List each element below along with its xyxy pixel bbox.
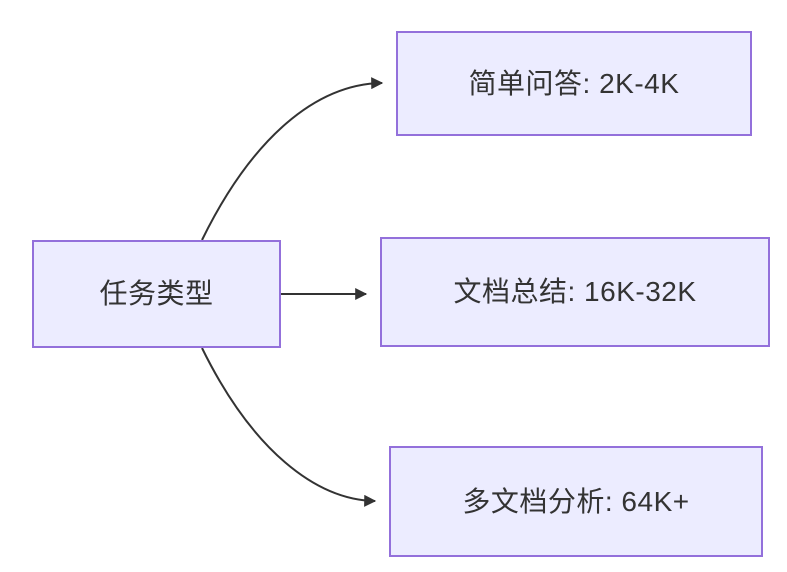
node-simple-qa-label: 简单问答: 2K-4K [468, 67, 680, 99]
node-doc-summary: 文档总结: 16K-32K [380, 237, 770, 347]
edge-task-type-to-multi-doc-analysis [201, 347, 377, 507]
node-simple-qa: 简单问答: 2K-4K [396, 31, 752, 136]
node-task-type-label: 任务类型 [99, 278, 214, 309]
node-doc-summary-label: 文档总结: 16K-32K [453, 276, 697, 307]
node-task-type: 任务类型 [32, 240, 281, 348]
node-multi-doc-analysis-label: 多文档分析: 64K+ [462, 485, 690, 517]
edge-task-type-to-simple-qa [201, 77, 384, 241]
node-multi-doc-analysis: 多文档分析: 64K+ [389, 446, 763, 557]
